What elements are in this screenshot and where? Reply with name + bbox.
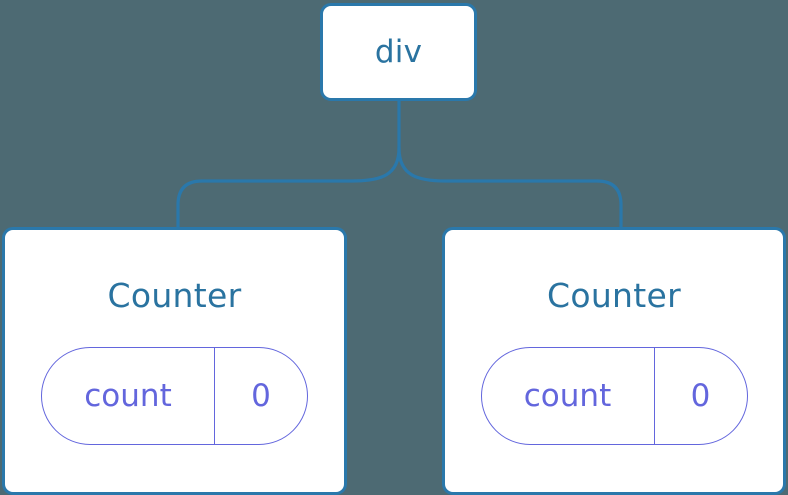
node-div-label: div — [374, 33, 423, 70]
state-value-count: 0 — [690, 377, 711, 414]
state-key-count: count — [42, 348, 215, 444]
node-counter-right-label: Counter — [547, 276, 681, 315]
node-counter-left-label: Counter — [107, 276, 242, 315]
edge-root-to-counter-right — [397, 146, 623, 231]
state-pill-counter-right[interactable]: count 0 — [480, 347, 748, 445]
node-counter-right[interactable]: Counter count 0 — [442, 227, 786, 495]
node-div[interactable]: div — [320, 3, 477, 101]
node-counter-left[interactable]: Counter count 0 — [2, 227, 347, 495]
state-pill-counter-left[interactable]: count 0 — [41, 347, 308, 445]
edge-root-to-counter-left — [176, 146, 401, 231]
state-key-count: count — [482, 348, 655, 444]
state-value-count: 0 — [251, 377, 271, 414]
